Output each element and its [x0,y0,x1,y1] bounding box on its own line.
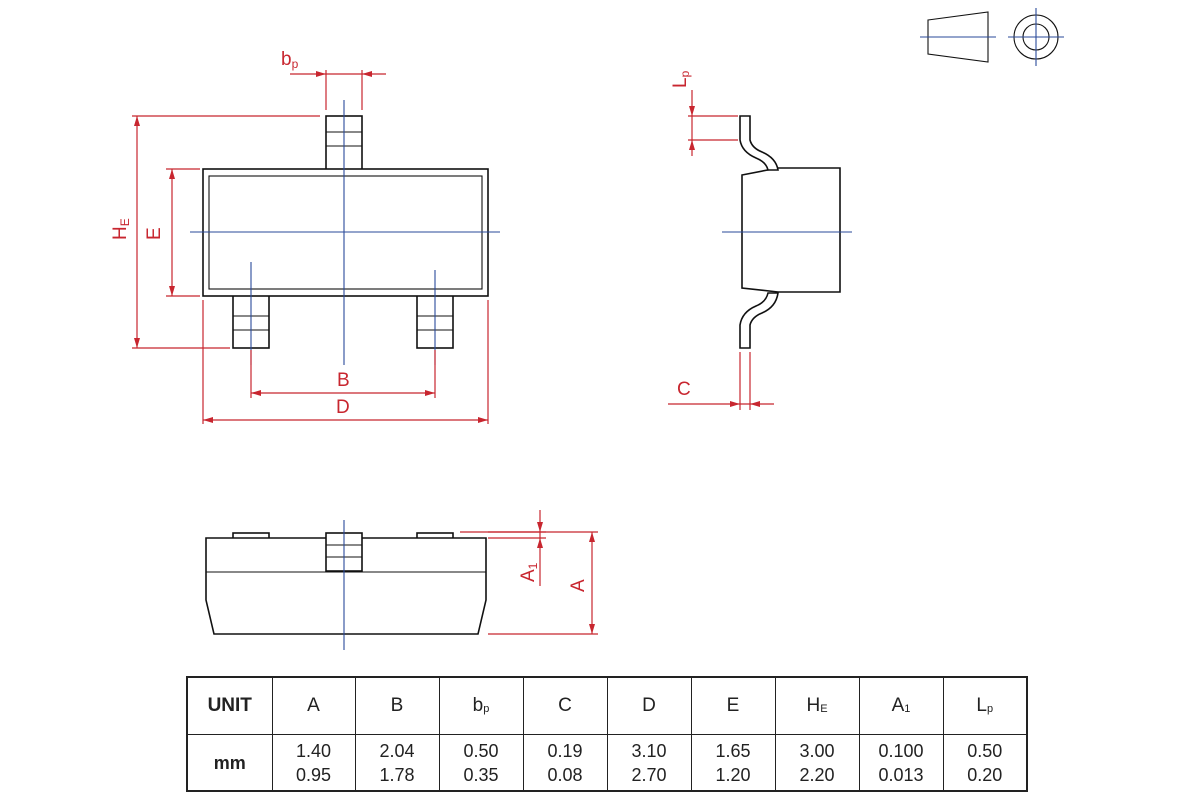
header-HE: HE [774,676,860,735]
projection-symbol-icon [920,8,1064,66]
front-view: A1 A [205,510,598,650]
package-outline-drawing: bp HE E B D [110,8,1064,650]
label-E: E [144,227,165,240]
table-header-row: UNIT A B bp C D E HE A1 Lp [186,676,1028,735]
header-bp: bp [438,676,524,735]
label-A1: A1 [518,562,540,582]
unit-mm: mm [186,734,273,792]
header-D: D [606,676,692,735]
label-B: B [337,370,350,391]
label-Lp: Lp [670,70,692,88]
header-unit: UNIT [186,676,273,735]
side-body [741,167,841,293]
header-B: B [354,676,440,735]
header-C: C [522,676,608,735]
label-bp: bp [281,49,299,71]
header-Lp: Lp [942,676,1028,735]
label-D: D [336,397,350,418]
side-view: Lp C [668,70,852,410]
header-E: E [690,676,776,735]
label-C: C [677,379,691,400]
header-A1: A1 [858,676,944,735]
top-view: bp HE E B D [110,49,500,424]
label-A: A [568,579,589,592]
front-body [205,537,487,635]
label-HE: HE [110,218,132,240]
header-A: A [271,676,356,735]
